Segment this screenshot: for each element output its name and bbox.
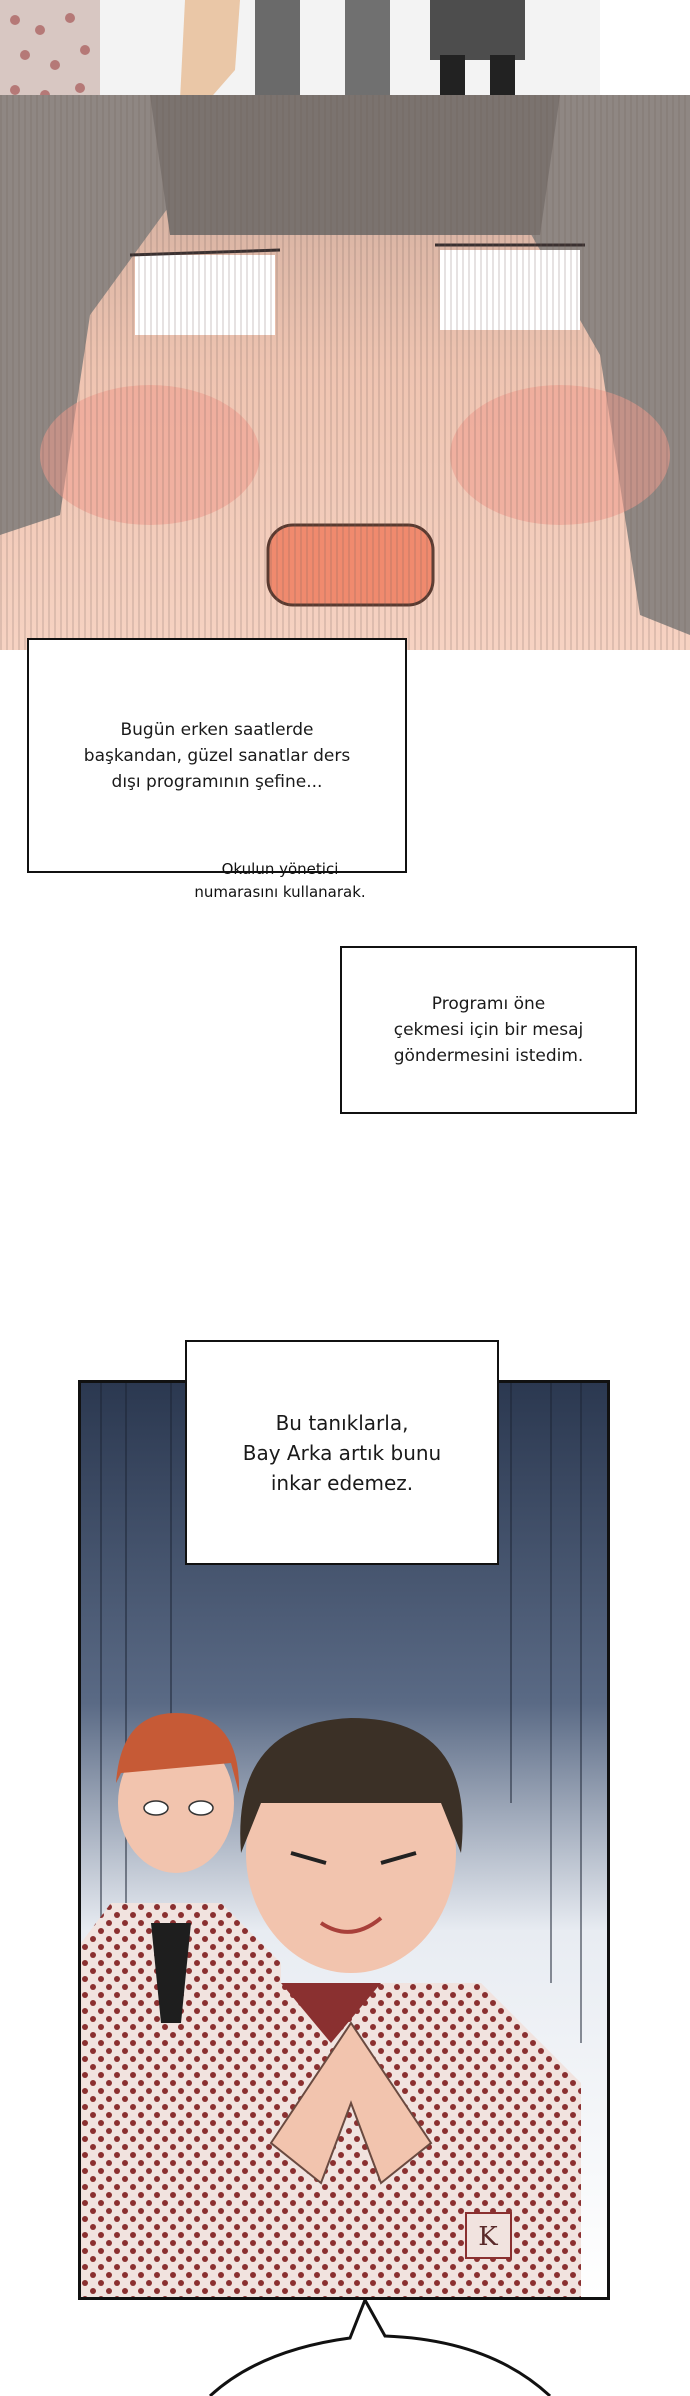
shocked-face-panel xyxy=(0,95,690,650)
aside-text: Okulun yönetici numarasını kullanarak. xyxy=(194,860,366,901)
top-panel xyxy=(0,0,690,120)
k-badge-icon: K xyxy=(478,2222,498,2252)
speech-bubble-top xyxy=(208,2300,552,2396)
narration-text-3: Bu tanıklarla, Bay Arka artık bunu inkar… xyxy=(242,1410,442,1495)
narration-text-2: Programı öne çekmesi için bir mesaj gönd… xyxy=(393,994,584,1066)
shocked-face-art xyxy=(0,95,690,650)
narration-box-3: Bu tanıklarla, Bay Arka artık bunu inkar… xyxy=(185,1340,499,1565)
narration-box-2: Programı öne çekmesi için bir mesaj gönd… xyxy=(340,946,637,1114)
narration-text-1: Bugün erken saatlerde başkandan, güzel s… xyxy=(83,719,351,792)
narration-box-1: Bugün erken saatlerde başkandan, güzel s… xyxy=(27,638,407,873)
